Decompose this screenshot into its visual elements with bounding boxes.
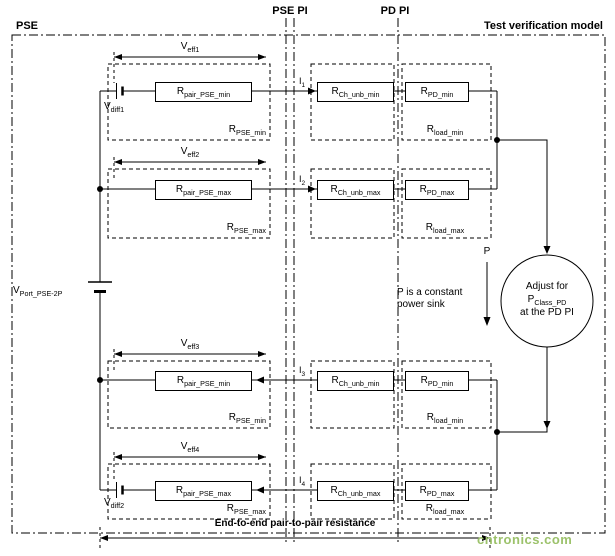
rpse-label-row1: RPSE_min xyxy=(228,124,266,137)
power-arrow xyxy=(483,262,491,326)
sink-branch-arrowheads xyxy=(543,246,551,429)
end-to-end-resistance-label: End-to-end pair-to-pair resistance xyxy=(214,518,376,529)
rload-label-row1: Rload_min xyxy=(426,124,464,137)
rpair-box-row4: Rpair_PSE_max xyxy=(155,481,252,501)
rpd-box-row4: RPD_max xyxy=(405,481,469,501)
rpd-box-row1: RPD_min xyxy=(405,82,469,102)
rload-dashed-box-row1 xyxy=(401,63,492,141)
row2-arrowheads xyxy=(114,159,316,193)
rpse-dashed-box-row1 xyxy=(107,63,271,141)
veff1-label: Veff1 xyxy=(180,41,200,54)
veff3-label: Veff3 xyxy=(180,338,200,351)
rch-box-row1: RCh_unb_min xyxy=(317,82,394,102)
row2-graphics xyxy=(100,157,497,239)
rch-dashed-box-row4 xyxy=(310,463,395,520)
veff2-label: Veff2 xyxy=(180,146,200,159)
rch-dashed-box-row3 xyxy=(310,360,395,429)
bottom-dimension xyxy=(99,527,491,549)
rload-dashed-box-row4 xyxy=(401,463,492,520)
vdiff2-label: Vdiff2 xyxy=(104,497,125,510)
junction-dots xyxy=(97,137,500,435)
rpd-box-row3: RPD_min xyxy=(405,371,469,391)
row3-arrowheads xyxy=(114,351,266,384)
power-p-label: P xyxy=(483,246,491,257)
rpse-dashed-box-row3 xyxy=(107,360,271,429)
sink-branch xyxy=(497,139,594,433)
current-label-row3: I3 xyxy=(298,365,306,378)
current-label-row2: I2 xyxy=(298,174,306,187)
rload-label-row2: Rload_max xyxy=(425,222,465,235)
boundaries xyxy=(11,18,606,543)
row4-arrowheads xyxy=(114,454,266,494)
row3-graphics xyxy=(100,349,497,429)
rpd-box-row2: RPD_max xyxy=(405,180,469,200)
rload-dashed-box-row3 xyxy=(401,360,492,429)
row4-graphics xyxy=(100,452,497,520)
rpse-dashed-box-row4 xyxy=(107,463,271,520)
pse-region-label: PSE xyxy=(16,20,39,32)
veff4-label: Veff4 xyxy=(180,441,200,454)
rload-label-row3: Rload_min xyxy=(426,412,464,425)
rpse-label-row2: RPSE_max xyxy=(226,222,266,235)
row1-arrowheads xyxy=(114,54,316,95)
rpse-label-row4: RPSE_max xyxy=(226,503,266,516)
rch-box-row2: RCh_unb_max xyxy=(317,180,394,200)
pse-pi-label: PSE PI xyxy=(272,5,308,17)
vport-source-bus xyxy=(88,91,112,490)
rpair-box-row2: Rpair_PSE_max xyxy=(155,180,252,200)
adjust-circle xyxy=(500,254,594,348)
vport-label: VPort_PSE-2P xyxy=(13,285,63,298)
vdiff1-label: Vdiff1 xyxy=(104,101,125,114)
bottom-dimension-arrowheads xyxy=(100,535,490,541)
row1-graphics xyxy=(100,52,497,141)
rch-box-row4: RCh_unb_max xyxy=(317,481,394,501)
rpse-dashed-box-row2 xyxy=(107,168,271,239)
watermark: cntronics.com xyxy=(477,532,573,547)
pd-pi-label: PD PI xyxy=(380,5,410,17)
test-verification-model-label: Test verification model xyxy=(484,20,603,32)
rload-label-row4: Rload_max xyxy=(425,503,465,516)
rch-dashed-box-row2 xyxy=(310,168,395,239)
current-label-row4: I4 xyxy=(298,475,306,488)
rch-dashed-box-row1 xyxy=(310,63,395,141)
rload-dashed-box-row2 xyxy=(401,168,492,239)
outer-boundary-box xyxy=(11,34,606,534)
rpair-box-row3: Rpair_PSE_min xyxy=(155,371,252,391)
rch-box-row3: RCh_unb_min xyxy=(317,371,394,391)
current-label-row1: I1 xyxy=(298,76,306,89)
rpair-box-row1: Rpair_PSE_min xyxy=(155,82,252,102)
rpse-label-row3: RPSE_min xyxy=(228,412,266,425)
